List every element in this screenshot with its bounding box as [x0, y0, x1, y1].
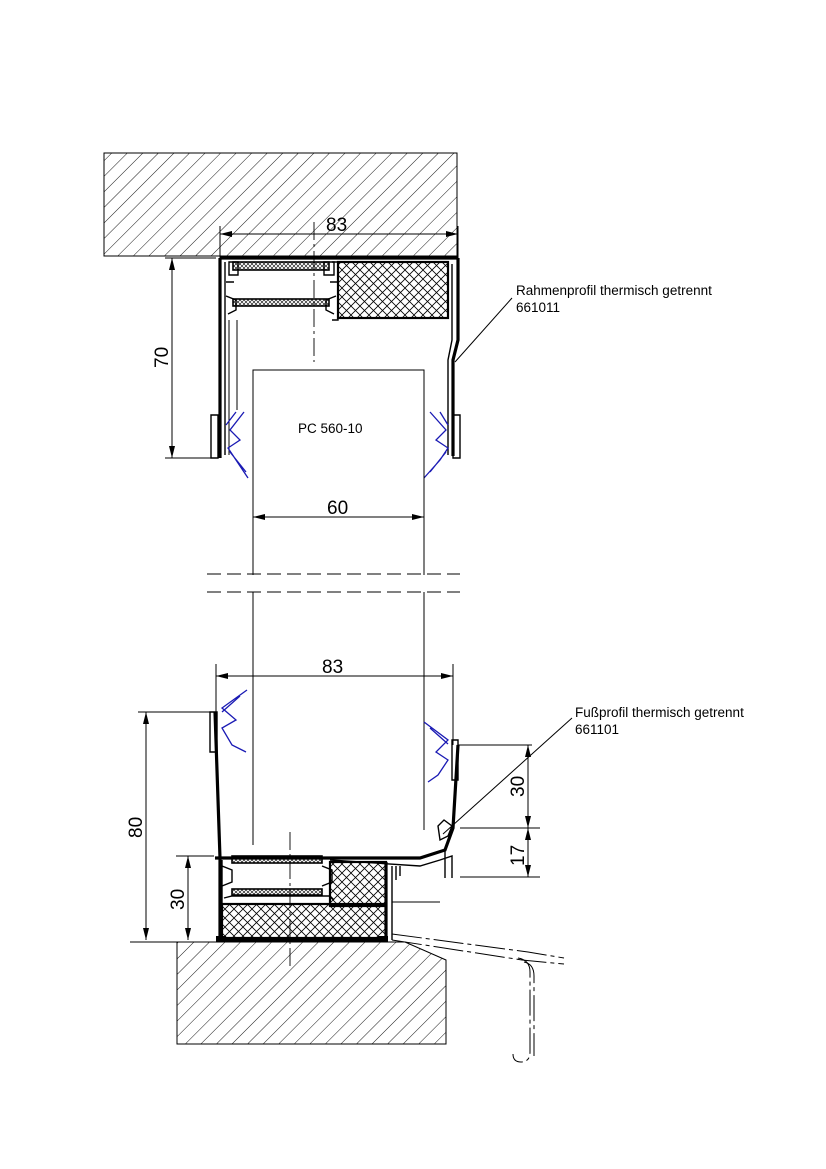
right-upper-dimension	[458, 744, 540, 829]
drip-flashing	[391, 933, 565, 1063]
foot-profile-number: 661101	[575, 722, 619, 737]
bottom-base-value: 30	[168, 889, 189, 910]
top-height-value: 70	[152, 347, 173, 368]
frame-profile-number: 661011	[516, 300, 560, 315]
bottom-foot-profile	[213, 711, 460, 942]
bottom-width-value: 83	[322, 657, 343, 678]
top-frame-profile	[218, 256, 460, 458]
right-upper-value: 30	[508, 776, 529, 797]
top-width-dimension	[219, 226, 459, 258]
panel	[252, 369, 425, 845]
bottom-width-dimension	[215, 664, 454, 745]
top-left-seal	[210, 411, 249, 479]
bottom-height-value: 80	[126, 817, 147, 838]
frame-profile-label: Rahmenprofil thermisch getrennt	[516, 283, 712, 298]
foot-profile-label: Fußprofil thermisch getrennt	[575, 705, 744, 720]
bottom-height-dimension	[138, 711, 210, 940]
sill-wall	[176, 941, 447, 1045]
right-lower-dimension	[460, 828, 540, 878]
panel-label: PC 560-10	[298, 421, 363, 436]
panel-width-dimension	[253, 514, 424, 520]
top-height-dimension	[165, 257, 216, 459]
top-width-value: 83	[326, 215, 347, 236]
foot-profile-leader	[442, 717, 573, 835]
top-right-seal	[423, 411, 461, 479]
bottom-right-seal	[423, 721, 459, 783]
bottom-base-dimension	[176, 855, 214, 940]
right-lower-value: 17	[508, 845, 529, 866]
panel-width-value: 60	[327, 498, 348, 519]
frame-profile-leader	[454, 297, 513, 363]
lintel-wall	[103, 152, 458, 257]
